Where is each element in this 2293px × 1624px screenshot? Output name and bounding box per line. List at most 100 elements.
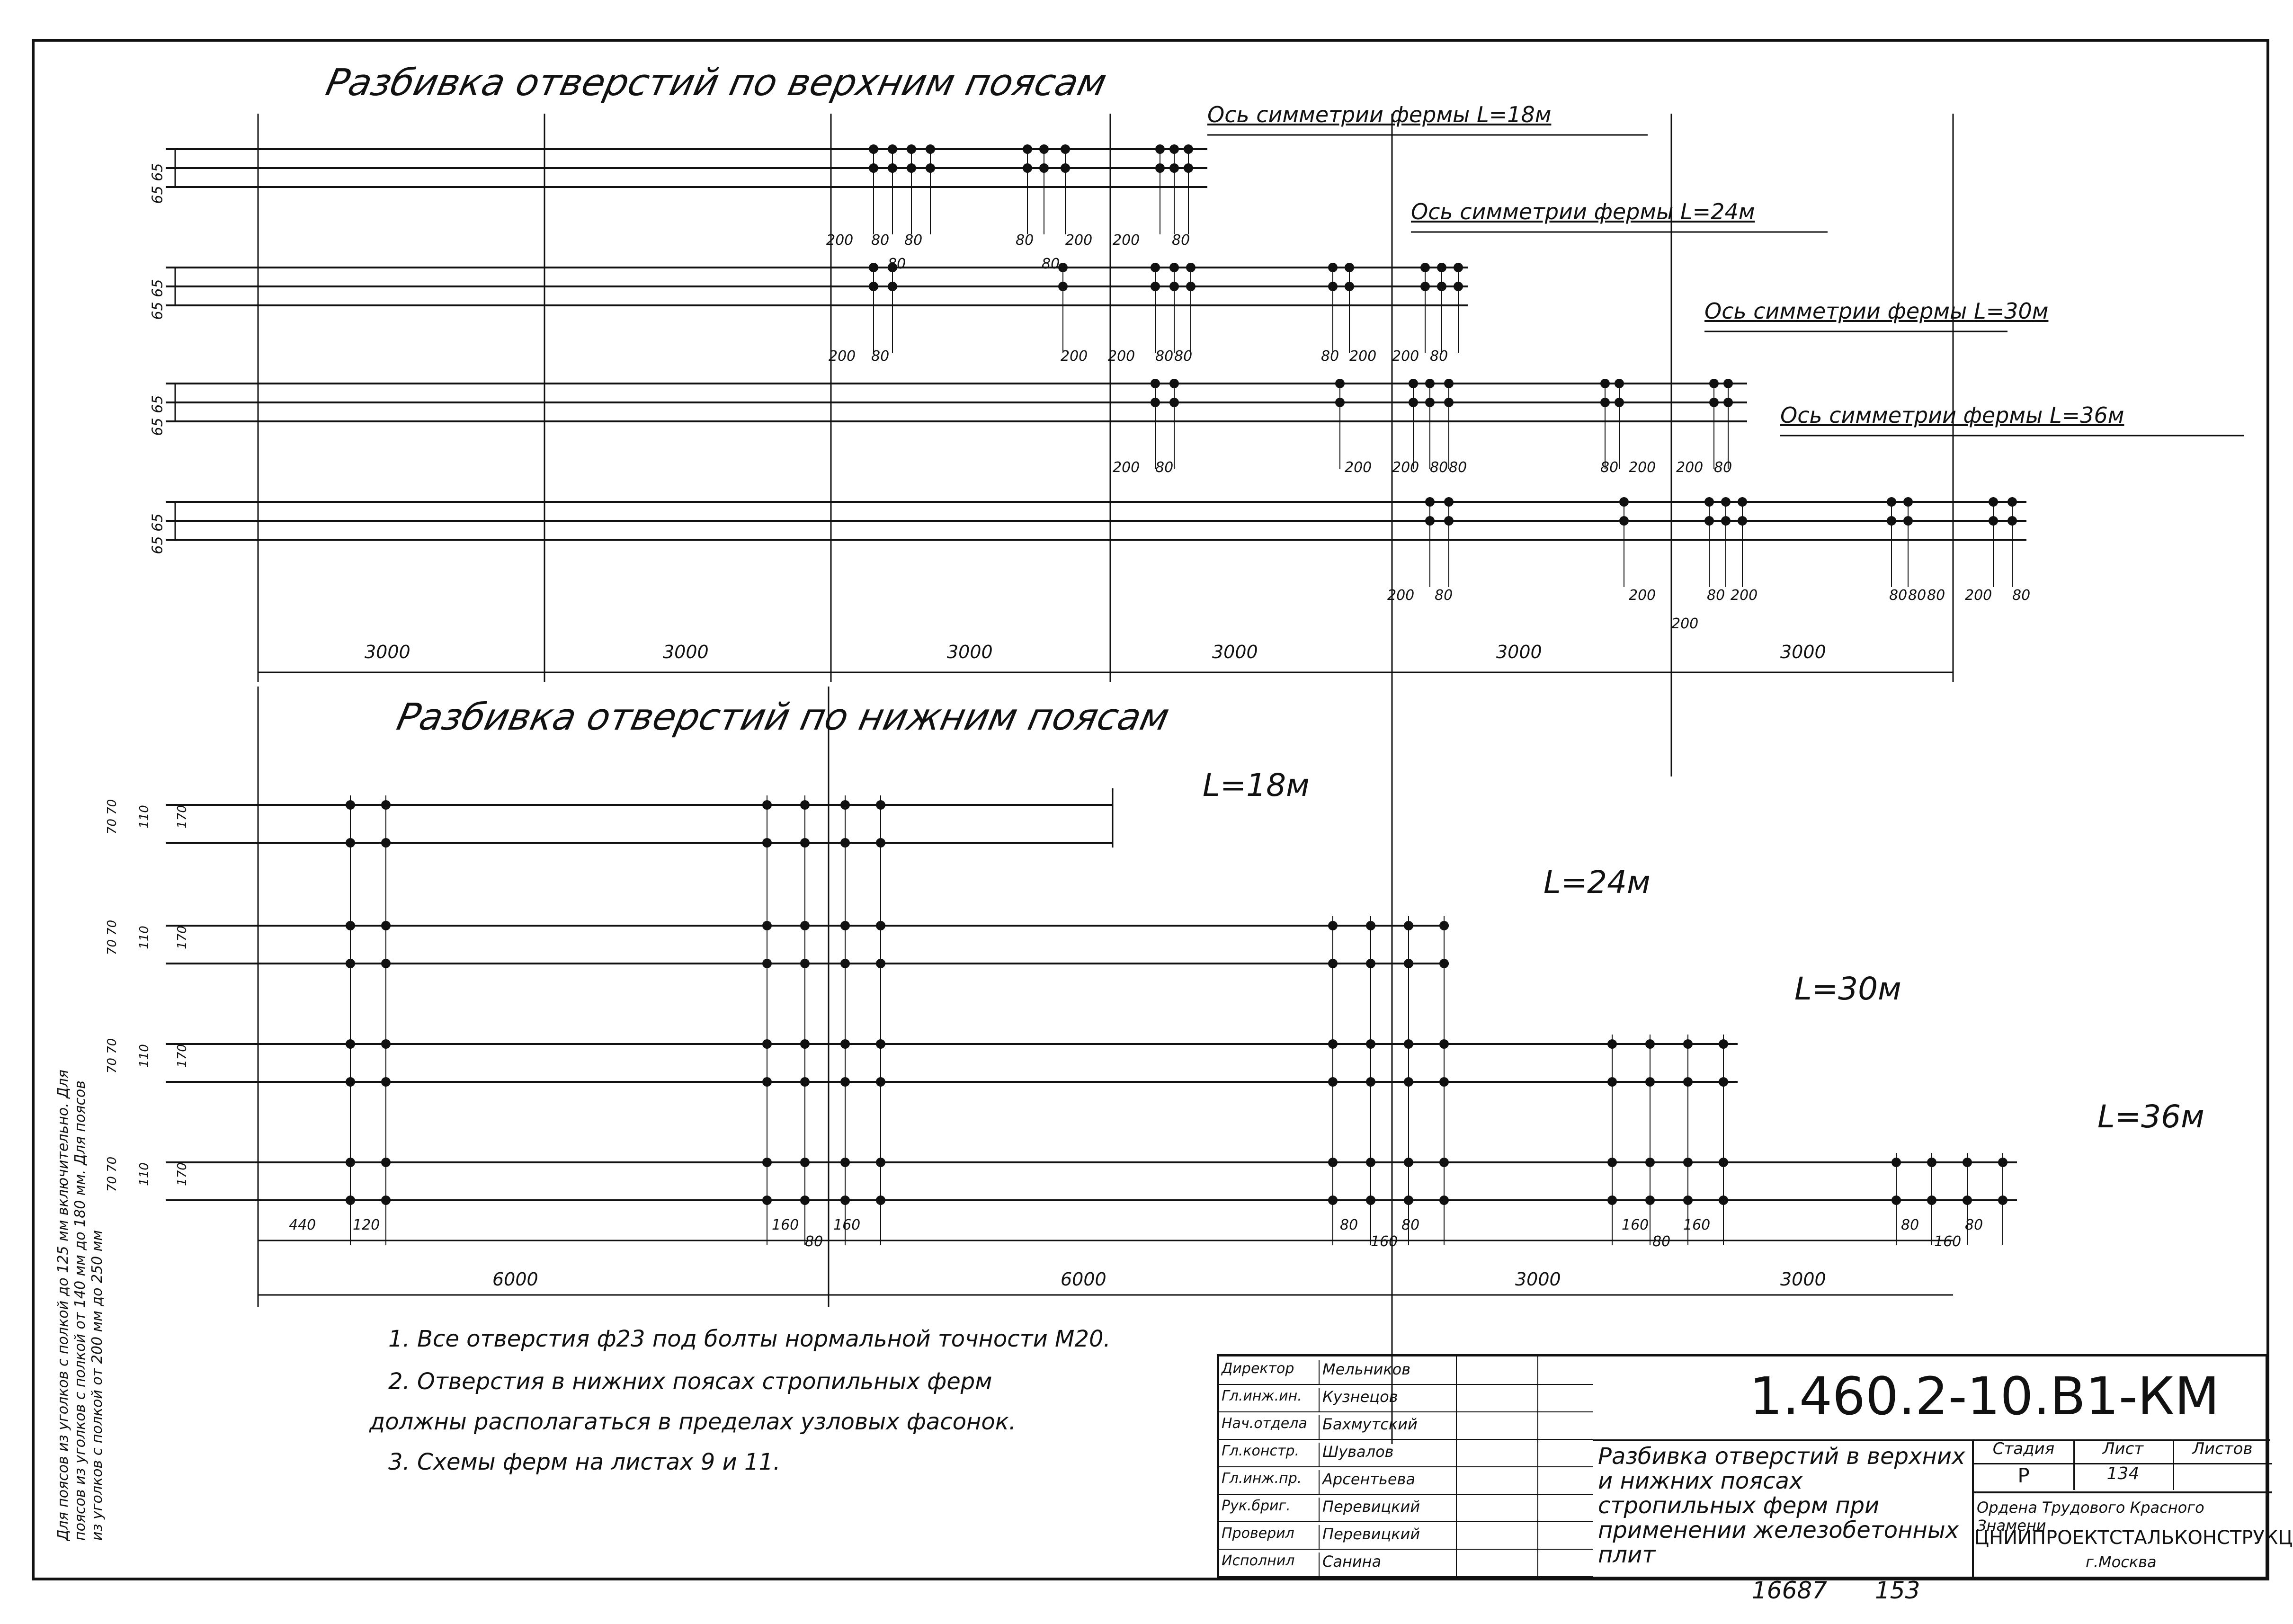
- bolt-hole: [1887, 516, 1896, 526]
- bolt-hole: [1151, 282, 1160, 291]
- bolt-hole: [907, 144, 916, 154]
- bolt-hole: [1345, 263, 1354, 272]
- bolt-hole: [926, 144, 935, 154]
- bolt-hole: [381, 1077, 391, 1087]
- stamp-name: Кузнецов: [1319, 1388, 1398, 1411]
- hole-dim: 80: [1174, 348, 1193, 365]
- top-span-2: 3000: [663, 642, 709, 662]
- stamp-row: Рук.бриг.Перевицкий: [1219, 1494, 1593, 1522]
- bolt-hole: [1721, 497, 1731, 507]
- bolt-hole: [1404, 1039, 1413, 1049]
- bolt-hole: [907, 163, 916, 173]
- hole-dim: 80: [888, 256, 906, 272]
- code-divider: [1593, 1439, 2270, 1441]
- bolt-hole: [1892, 1196, 1901, 1205]
- bolt-hole: [1169, 379, 1179, 388]
- hole-dim: 80: [1600, 459, 1619, 476]
- bolt-hole: [1169, 263, 1179, 272]
- stage-header: Стадия: [1974, 1439, 2075, 1464]
- bolt-hole: [926, 163, 935, 173]
- bolt-hole: [762, 1039, 772, 1049]
- signature-cell: [1456, 1356, 1538, 1384]
- bolt-hole: [876, 1039, 885, 1049]
- bolt-hole: [1721, 516, 1731, 526]
- bolt-hole: [1328, 1039, 1338, 1049]
- bolt-hole: [1892, 1158, 1901, 1167]
- bolt-hole: [1600, 398, 1610, 407]
- bolt-hole: [1709, 379, 1719, 388]
- note-3: 3. Схемы ферм на листах 9 и 11.: [388, 1449, 781, 1475]
- bolt-hole: [1963, 1196, 1972, 1205]
- bolt-hole: [1738, 516, 1747, 526]
- bolt-hole: [1683, 1158, 1693, 1167]
- bolt-hole: [1719, 1039, 1728, 1049]
- stamp-name: Перевицкий: [1319, 1525, 1420, 1549]
- bolt-hole: [762, 1196, 772, 1205]
- org-divider: [1972, 1439, 1974, 1577]
- bolt-hole: [1335, 398, 1345, 407]
- bolt-hole: [840, 921, 850, 930]
- bolt-hole: [1444, 398, 1454, 407]
- bolt-hole: [1615, 398, 1624, 407]
- bolt-hole: [1439, 921, 1449, 930]
- hole-dim: 200: [1349, 348, 1377, 365]
- bolt-hole: [381, 1196, 391, 1205]
- signature-cell: [1456, 1549, 1538, 1576]
- bottom-title: Разбивка отверстий по нижним поясам: [393, 696, 1173, 739]
- stamp-name: Арсентьева: [1319, 1470, 1415, 1494]
- bolt-hole: [840, 1158, 850, 1167]
- bolt-hole: [1169, 282, 1179, 291]
- length-label-18: L=18м: [1203, 767, 1310, 803]
- bolt-hole: [1039, 163, 1049, 173]
- hole-dim: 80: [1172, 232, 1190, 249]
- bolt-hole: [1607, 1196, 1617, 1205]
- hole-dim: 200: [1392, 348, 1419, 365]
- bolt-hole: [1887, 497, 1896, 507]
- bolt-hole: [1607, 1158, 1617, 1167]
- bottom-row-dim: 110: [137, 1044, 152, 1068]
- bolt-hole: [1439, 1077, 1449, 1087]
- bottom-hole-dim: 80: [1652, 1233, 1671, 1250]
- bolt-hole: [1903, 497, 1913, 507]
- bolt-hole: [1151, 379, 1160, 388]
- stage-value: Р: [1974, 1464, 2075, 1490]
- bolt-hole: [1366, 921, 1375, 930]
- hole-dim: 80: [2012, 587, 2031, 604]
- stamp-role: Исполнил: [1222, 1553, 1295, 1569]
- bolt-hole: [1061, 163, 1070, 173]
- bottom-row-dim: 170: [175, 1044, 189, 1068]
- bolt-hole: [1039, 144, 1049, 154]
- bolt-hole: [869, 282, 878, 291]
- note-2: 2. Отверстия в нижних поясах стропильных…: [388, 1368, 992, 1395]
- bolt-hole: [1619, 497, 1629, 507]
- bolt-hole: [1366, 1158, 1375, 1167]
- bottom-hole-dim: 80: [1340, 1217, 1358, 1233]
- sheet-header: Лист: [2073, 1439, 2174, 1464]
- hole-dim: 80: [1016, 232, 1034, 249]
- bolt-hole: [2007, 497, 2017, 507]
- hole-dim: 80: [1155, 459, 1174, 476]
- bolt-hole: [1169, 163, 1179, 173]
- bolt-hole: [1683, 1077, 1693, 1087]
- bolt-hole: [1989, 497, 1998, 507]
- hole-dim: 200: [1113, 232, 1140, 249]
- bolt-hole: [1723, 398, 1733, 407]
- bolt-hole: [1151, 263, 1160, 272]
- sheet-value: 134: [2073, 1464, 2174, 1490]
- bottom-hole-dim: 80: [1901, 1217, 1919, 1233]
- hole-dim: 200: [1108, 348, 1135, 365]
- bolt-hole: [876, 921, 885, 930]
- bolt-hole: [1366, 1077, 1375, 1087]
- bolt-hole: [1439, 1196, 1449, 1205]
- bolt-hole: [1151, 398, 1160, 407]
- bolt-hole: [1058, 282, 1068, 291]
- bolt-hole: [1404, 921, 1413, 930]
- bolt-hole: [876, 800, 885, 810]
- axis-label-18: Ось симметрии фермы L=18м: [1207, 102, 1552, 127]
- bottom-row-dim: 170: [175, 805, 189, 829]
- bolt-hole: [1645, 1077, 1655, 1087]
- axis-label-30: Ось симметрии фермы L=30м: [1704, 298, 2049, 324]
- stamp-name: Санина: [1319, 1553, 1381, 1576]
- bolt-hole: [381, 959, 391, 968]
